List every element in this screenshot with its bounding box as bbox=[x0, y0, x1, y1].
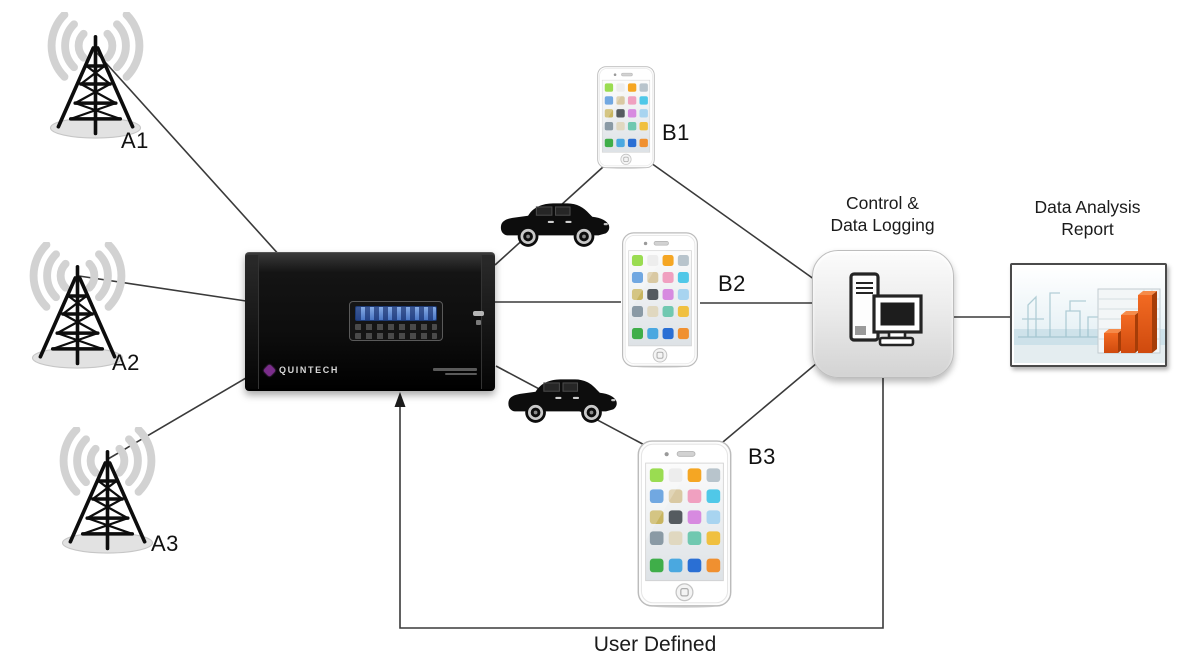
keypad-row bbox=[355, 324, 437, 330]
smartphone-icon bbox=[597, 66, 655, 169]
report-caption: Data Analysis Report bbox=[1034, 197, 1141, 239]
rack-ear bbox=[245, 255, 259, 389]
report-chart-icon bbox=[1014, 267, 1165, 363]
cell-tower-icon bbox=[28, 12, 163, 147]
phone-label: B3 bbox=[748, 444, 776, 469]
antenna-label: A2 bbox=[112, 350, 140, 375]
link-b1-control bbox=[650, 162, 819, 283]
phone-label: B2 bbox=[718, 271, 746, 296]
keypad-row bbox=[355, 333, 437, 339]
computer-icon bbox=[833, 264, 933, 364]
brand-diamond-icon bbox=[263, 363, 276, 377]
link-feedback-loop bbox=[399, 378, 884, 629]
control-caption: Control & Data Logging bbox=[830, 193, 935, 235]
matrix-switch-device: QUINTECH bbox=[245, 252, 495, 391]
smartphone-icon bbox=[637, 440, 732, 608]
smartphone-icon bbox=[620, 232, 700, 368]
device-brand: QUINTECH bbox=[263, 363, 339, 377]
brand-name: QUINTECH bbox=[279, 365, 339, 375]
rack-ear bbox=[481, 255, 495, 389]
antenna-label: A3 bbox=[151, 531, 179, 556]
phone-label: B1 bbox=[662, 120, 690, 145]
antenna-label: A1 bbox=[121, 128, 149, 153]
control-node bbox=[812, 250, 954, 378]
power-led bbox=[476, 320, 481, 325]
report-node bbox=[1010, 263, 1167, 367]
lcd-display bbox=[355, 306, 437, 321]
link-b3-control bbox=[716, 362, 818, 448]
feedback-label: User Defined bbox=[593, 633, 717, 656]
link-a1-device bbox=[95, 51, 282, 258]
device-front-panel bbox=[349, 301, 443, 341]
power-button bbox=[473, 311, 484, 316]
arrow-up-icon bbox=[394, 392, 406, 407]
car-icon bbox=[500, 370, 625, 428]
car-icon bbox=[494, 194, 616, 252]
device-fineprint bbox=[433, 366, 477, 375]
